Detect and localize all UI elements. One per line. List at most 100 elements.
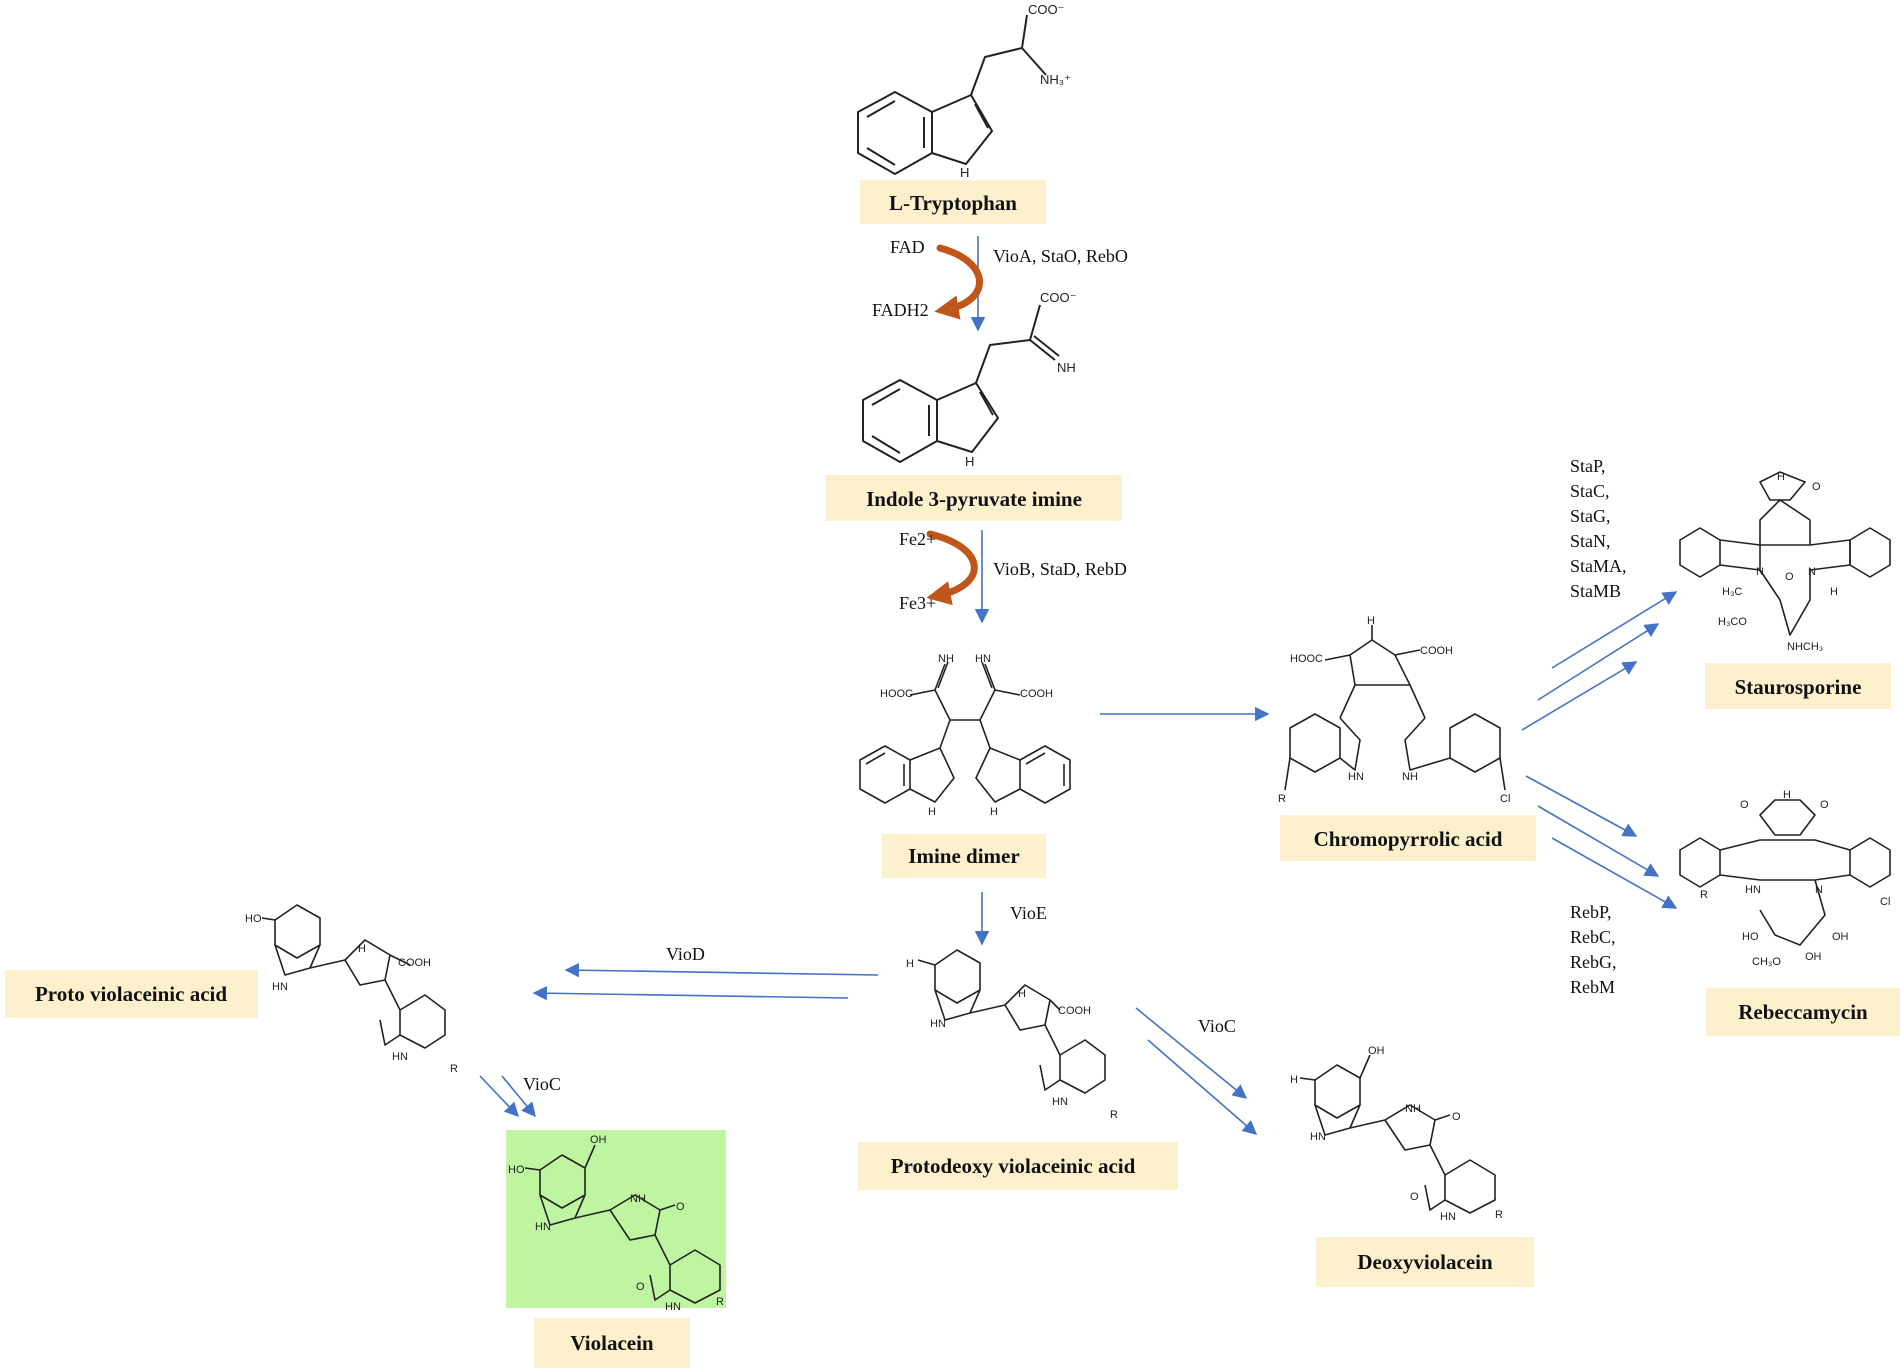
protodeoxy-violaceinic-acid-structure: H HN H COOH HN R — [906, 949, 1118, 1121]
hn-label-dv: HN — [1310, 1131, 1326, 1143]
hn-label-pva: HN — [272, 981, 288, 993]
o-label-dv-2: O — [1410, 1191, 1419, 1203]
r-label-cpa: R — [1278, 793, 1286, 805]
fadh2-label: FADH2 — [872, 300, 929, 320]
enzyme-step1-label: VioA, StaO, RebO — [993, 246, 1128, 266]
staurosporine-structure: H O N N O H₃C H H₃CO NHCH₃ — [1679, 471, 1891, 653]
fe2-to-fe3-curve — [926, 530, 978, 606]
hn-label-dv-2: HN — [1440, 1211, 1456, 1223]
arrow-vioc-right-2 — [1147, 1039, 1258, 1135]
h-label-pdva: H — [906, 958, 914, 970]
sta-enzyme-list: StaP, StaC, StaG, StaN, StaMA, StaMB — [1570, 456, 1627, 601]
arrow-cpa-to-stau-3 — [1521, 661, 1638, 731]
fe2-label: Fe2+ — [899, 529, 936, 549]
rebeccamycin-label: Rebeccamycin — [1738, 1000, 1868, 1024]
coo-atom-label: COO⁻ — [1028, 2, 1064, 17]
hn-label-right: HN — [975, 653, 991, 665]
cooh-label-pva: COOH — [398, 957, 431, 969]
hn-label-vio-2: HN — [665, 1301, 681, 1313]
hooc-label-cpa: HOOC — [1290, 653, 1323, 665]
violacein-label: Violacein — [570, 1331, 654, 1355]
nh-imine-label: NH — [1057, 360, 1076, 375]
sta-enzyme: StaMA, — [1570, 556, 1627, 576]
arrow-cpa-to-stau-1 — [1551, 591, 1678, 669]
o-label-dv: O — [1452, 1111, 1461, 1123]
r-label-pdva: R — [1110, 1109, 1118, 1121]
h-label-dv: H — [1290, 1074, 1298, 1086]
label-violacein: Violacein — [534, 1318, 690, 1368]
hn-label-vio: HN — [535, 1221, 551, 1233]
nh-atom-label-2: H — [965, 454, 974, 469]
h-label-stau-2: H — [1830, 586, 1838, 598]
l-tryptophan-structure: COO⁻ NH₃⁺ H — [857, 2, 1071, 180]
reb-enzyme: RebP, — [1570, 902, 1612, 922]
arrow-cpa-to-reb-3 — [1551, 837, 1678, 909]
cooh-label-cpa: COOH — [1420, 645, 1453, 657]
ho-label-pva: HO — [245, 913, 262, 925]
r-label-reb: R — [1700, 889, 1708, 901]
arrow-vioc-left-2 — [501, 1075, 536, 1118]
h-label-cpa: H — [1367, 615, 1375, 627]
r-label-vio: R — [716, 1296, 724, 1308]
n-label-stau-l: N — [1756, 566, 1764, 578]
indole-pyruvate-imine-structure: COO⁻ NH H — [862, 290, 1076, 469]
label-deoxyviolacein: Deoxyviolacein — [1316, 1237, 1534, 1287]
enzyme-viod-label: VioD — [666, 944, 705, 964]
h-label-pdva-2: H — [1018, 988, 1026, 1000]
sta-enzyme: StaP, — [1570, 456, 1606, 476]
o-label-reb-r: O — [1820, 799, 1829, 811]
reb-enzyme-list: RebP, RebC, RebG, RebM — [1570, 902, 1617, 997]
h-label-pva: H — [358, 943, 366, 955]
n-label-reb: N — [1815, 884, 1823, 896]
chromopyrrolic-acid-label: Chromopyrrolic acid — [1314, 827, 1503, 851]
ch3o-label-reb: CH₃O — [1752, 956, 1781, 968]
hooc-label: HOOC — [880, 688, 913, 700]
sta-enzyme: StaG, — [1570, 506, 1611, 526]
enzyme-vioc-left-label: VioC — [523, 1074, 561, 1094]
oh-label-dv: OH — [1368, 1045, 1385, 1057]
label-rebeccamycin: Rebeccamycin — [1706, 988, 1900, 1036]
h-label-stau: H — [1777, 471, 1785, 483]
protodeoxy-violaceinic-acid-label: Protodeoxy violaceinic acid — [891, 1154, 1136, 1178]
label-l-tryptophan: L-Tryptophan — [860, 180, 1046, 224]
hn-label-pva-2: HN — [392, 1051, 408, 1063]
arrow-viod-1 — [564, 963, 879, 978]
imine-dimer-label: Imine dimer — [908, 844, 1019, 868]
h-label-reb: H — [1783, 789, 1791, 801]
label-protodeoxy-violaceinic-acid: Protodeoxy violaceinic acid — [858, 1142, 1178, 1190]
imine-dimer-structure: NH HN HOOC COOH H H — [859, 653, 1071, 818]
o-label-vio: O — [676, 1201, 685, 1213]
ho-label-vio: HO — [508, 1164, 525, 1176]
chromopyrrolic-acid-structure: H HOOC COOH HN NH R Cl — [1278, 615, 1510, 805]
arrow-vioc-left-1 — [479, 1075, 519, 1118]
label-staurosporine: Staurosporine — [1705, 663, 1891, 709]
deoxyviolacein-label: Deoxyviolacein — [1357, 1250, 1493, 1274]
nh-label-b: H — [990, 806, 998, 818]
enzyme-vioe-label: VioE — [1010, 903, 1047, 923]
deoxyviolacein-structure: OH H HN NH O O HN R — [1290, 1045, 1503, 1223]
nh3-atom-label: NH₃⁺ — [1040, 72, 1071, 87]
cooh-label: COOH — [1020, 688, 1053, 700]
indole-pyruvate-imine-label: Indole 3-pyruvate imine — [866, 487, 1082, 511]
violacein-structure: OH HO HN NH O O HN R — [508, 1134, 724, 1313]
hn-label-reb: HN — [1745, 884, 1761, 896]
label-imine-dimer: Imine dimer — [882, 834, 1046, 878]
o-label-vio-2: O — [636, 1281, 645, 1293]
sta-enzyme: StaC, — [1570, 481, 1610, 501]
rebeccamycin-structure: H O O R HN N Cl HO OH CH₃O OH — [1679, 789, 1891, 968]
hn-label-pdva-2: HN — [1052, 1096, 1068, 1108]
nh-label-a: H — [928, 806, 936, 818]
o-label-stau: O — [1812, 481, 1821, 493]
o-label-stau-2: O — [1785, 571, 1794, 583]
arrow-cpa-to-reb-1 — [1525, 775, 1638, 837]
nh-label-dv: NH — [1405, 1103, 1421, 1115]
cl-label-cpa: Cl — [1500, 793, 1510, 805]
nhch3-label-stau: NHCH₃ — [1787, 641, 1823, 653]
fad-to-fadh2-curve — [934, 244, 983, 320]
arrow-vioc-right-1 — [1135, 1007, 1248, 1099]
fad-label: FAD — [890, 237, 925, 257]
proto-violaceinic-acid-structure: HO HN H COOH HN R — [245, 904, 458, 1075]
reb-enzyme: RebG, — [1570, 952, 1617, 972]
